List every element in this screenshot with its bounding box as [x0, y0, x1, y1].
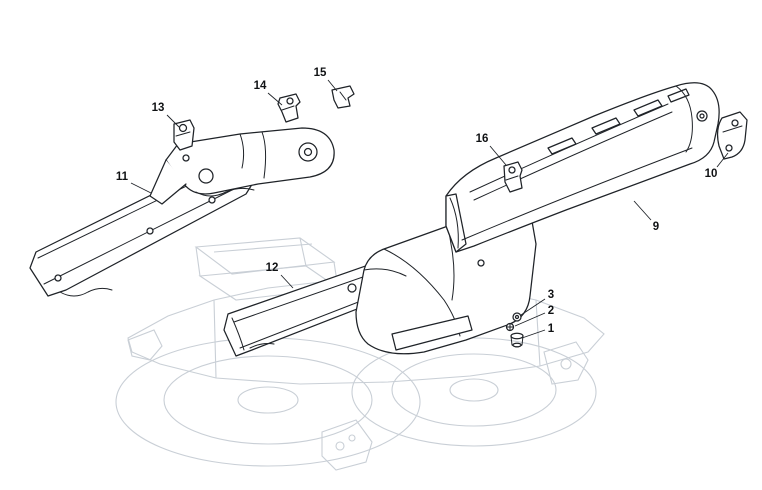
callout-leader-2: [514, 312, 546, 327]
callout-label-13: 13: [152, 102, 165, 114]
callout-leader-13: [166, 114, 180, 128]
callout-label-16: 16: [476, 133, 489, 145]
callout-label-15: 15: [314, 67, 327, 79]
belt-guard-assembly: [149, 127, 335, 205]
part-15-clip: [331, 85, 355, 109]
callout-leader-lines: [130, 79, 729, 339]
callout-label-1: 1: [548, 323, 555, 335]
callout-leader-10: [716, 152, 729, 168]
callout-label-2: 2: [548, 305, 554, 317]
part-16-bracket: [503, 161, 523, 193]
part-13-bracket: [173, 119, 195, 151]
callout-label-14: 14: [254, 80, 267, 92]
part-10-retainer: [716, 111, 748, 160]
callout-label-3: 3: [548, 289, 554, 301]
callout-label-12: 12: [266, 262, 279, 274]
callout-leader-14: [267, 92, 283, 106]
part-1-plug: [510, 332, 524, 348]
callout-label-9: 9: [653, 221, 659, 233]
callout-leader-12: [280, 274, 294, 289]
callout-leader-15: [327, 79, 338, 92]
part-14-bracket: [277, 93, 301, 123]
chute-housing: [355, 202, 537, 355]
callout-leader-1: [521, 329, 546, 339]
callout-leader-11: [130, 182, 152, 194]
callout-leader-16: [489, 145, 507, 166]
part-9-conveyor: [445, 82, 720, 253]
callout-leader-9: [633, 200, 652, 221]
callout-label-10: 10: [705, 168, 718, 180]
callout-leader-3: [520, 298, 546, 316]
part-2-bolt: [505, 322, 515, 332]
part-3-washer: [512, 312, 522, 322]
ghost-mower-deck: [115, 237, 605, 471]
callout-label-11: 11: [116, 171, 129, 183]
